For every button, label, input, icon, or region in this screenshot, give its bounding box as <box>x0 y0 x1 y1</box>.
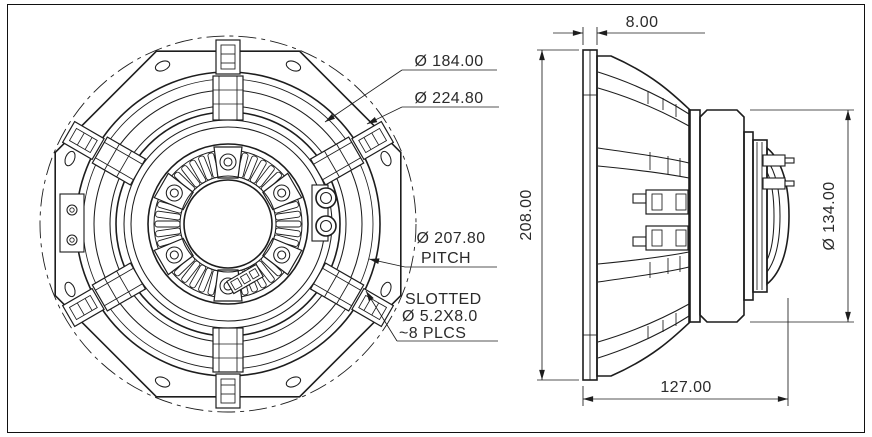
rear-terminals <box>762 154 795 190</box>
callout-diameter-184-label: Ø 184.00 <box>414 53 483 70</box>
magnet-assembly <box>688 109 790 323</box>
dim-mounting-depth-value: 127.00 <box>660 379 711 396</box>
center-hub <box>147 143 309 305</box>
push-terminals <box>311 184 337 242</box>
phantom-outer-circle <box>39 35 417 413</box>
basket-curves-lower <box>597 251 690 359</box>
gasket-flange <box>582 49 598 381</box>
dim-overall-height-value: 208.00 <box>518 189 535 240</box>
callout-pitch-diameter: Ø 207.80 <box>416 230 485 247</box>
callout-slotted-line2: Ø 5.2X8.0 <box>402 308 478 325</box>
callout-diameter-184: Ø 184.00 <box>324 53 497 123</box>
dim-mounting-depth: 127.00 <box>582 298 789 406</box>
basket-spokes <box>60 39 396 409</box>
callout-slotted-line1: SLOTTED <box>405 291 482 308</box>
dim-flange-thickness-value: 8.00 <box>626 14 659 31</box>
flange-octagon <box>54 50 402 398</box>
dim-flange-thickness: 8.00 <box>553 14 705 45</box>
basket-curves-upper <box>597 71 690 179</box>
callout-slotted-holes: SLOTTED Ø 5.2X8.0 ~8 PLCS <box>365 290 498 342</box>
callout-slotted-line3: ~8 PLCS <box>399 325 466 342</box>
dim-overall-height: 208.00 <box>518 49 579 381</box>
frame-bracket <box>59 193 85 253</box>
callout-diameter-224: Ø 224.80 <box>366 90 499 125</box>
dim-magnet-diameter: Ø 134.00 <box>750 109 854 323</box>
callout-diameter-224-label: Ø 224.80 <box>414 90 483 107</box>
front-view-drawing <box>39 35 417 413</box>
side-view-drawing <box>582 49 795 381</box>
dim-magnet-diameter-value: Ø 134.00 <box>821 181 838 250</box>
label-block <box>226 263 264 295</box>
callout-pitch-word: PITCH <box>421 250 471 267</box>
callout-bolt-pitch: Ø 207.80 PITCH <box>368 230 497 268</box>
spider-clamp <box>632 189 689 251</box>
